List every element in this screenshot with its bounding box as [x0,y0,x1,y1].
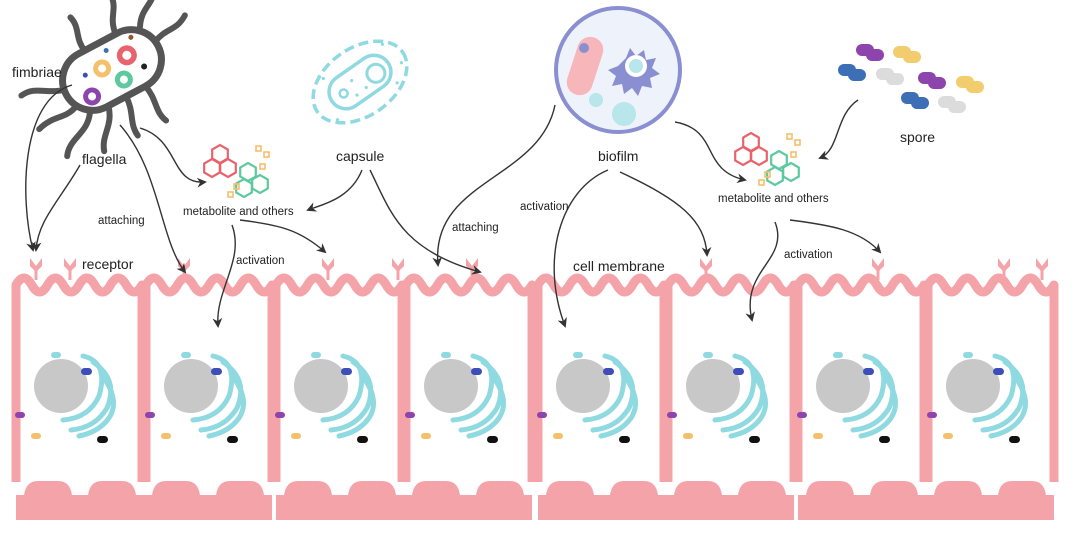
label-attaching-2: attaching [452,222,499,234]
endoplasmic-reticulum [712,353,768,439]
receptor-icon [998,258,1010,280]
spore-icon [876,68,904,85]
label-metabolite-left: metabolite and others [183,206,294,218]
arrow-bacterium-metabolite [139,127,207,188]
arrow-metabolite-activation-left [212,224,236,328]
metabolite-molecule-icon [203,143,270,199]
spore-icon [838,64,866,81]
nucleus [816,359,870,413]
arrow-fimbriae-receptor [25,84,73,252]
epithelial-cell-icon [401,273,537,482]
label-cell-membrane: cell membrane [573,258,665,274]
receptor-icon [872,258,884,280]
receptor-icon [1036,258,1048,280]
epithelial-slab [271,273,537,520]
basement-membrane [16,481,272,520]
nucleus [686,359,740,413]
capsule-icon [311,39,409,125]
epithelial-cell-icon [533,273,669,482]
arrow-metabolite-activation-right [745,221,779,322]
spore-icon [918,72,946,89]
arrow-spore-metabolite [818,99,859,160]
spore-icon [893,46,921,63]
receptor-icon [392,258,404,280]
label-activation-2: activation [520,201,569,213]
label-capsule: capsule [336,148,384,164]
arrow-capsule-metabolite [306,169,363,212]
label-flagella: flagella [82,151,127,167]
endoplasmic-reticulum [190,353,246,439]
receptor-icon [64,258,76,280]
epithelial-cell-icon [141,273,277,482]
epithelial-cell-icon [11,273,147,482]
nucleus [294,359,348,413]
label-attaching-1: attaching [98,215,145,227]
nucleus [34,359,88,413]
basement-membrane [276,481,532,520]
spore-cluster-icon [838,44,984,113]
biofilm-icon [554,6,682,134]
receptor-icon [700,258,712,280]
label-activation-1: activation [236,255,285,267]
endoplasmic-reticulum [582,353,638,439]
label-metabolite-right: metabolite and others [718,193,829,205]
metabolite-molecule-icon [734,131,801,187]
label-biofilm: biofilm [598,148,638,164]
receptor-icon [322,258,334,280]
epithelial-slab [11,273,277,520]
label-activation-3: activation [784,249,833,261]
endoplasmic-reticulum [320,353,376,439]
nucleus [424,359,478,413]
arrow-biofilm-activation [553,169,609,328]
basement-membrane [538,481,794,520]
endoplasmic-reticulum [450,353,506,439]
arrow-metabolite-receptor-right [789,219,882,254]
epithelial-layer [11,273,1059,520]
epithelial-cell-icon [923,273,1059,482]
arrow-biofilm-membrane [619,171,712,257]
nucleus [946,359,1000,413]
arrow-group [25,84,882,328]
epithelial-slab [793,273,1059,520]
spore-icon [938,96,966,113]
label-fimbriae: fimbriae [12,64,62,80]
basement-membrane [798,481,1054,520]
label-spore: spore [900,129,935,145]
epithelial-slab [533,273,799,520]
receptor-icon [30,258,42,280]
spore-icon [856,44,884,61]
endoplasmic-reticulum [972,353,1028,439]
spore-icon [901,92,929,109]
epithelial-cell-icon [793,273,929,482]
label-receptor: receptor [82,256,134,272]
arrow-biofilm-attaching [432,104,556,267]
arrow-metabolite-receptor-left [239,219,327,254]
epithelial-cell-icon [663,273,799,482]
epithelial-cell-icon [271,273,407,482]
arrow-flagella-receptor [31,164,81,252]
endoplasmic-reticulum [842,353,898,439]
spore-icon [956,76,984,93]
bacterium-icon [18,0,188,160]
arrow-flagella-attaching [119,124,187,274]
arrow-biofilm-metabolite [674,121,747,184]
nucleus [164,359,218,413]
nucleus [556,359,610,413]
arrow-capsule-attaching [369,169,482,275]
endoplasmic-reticulum [60,353,116,439]
